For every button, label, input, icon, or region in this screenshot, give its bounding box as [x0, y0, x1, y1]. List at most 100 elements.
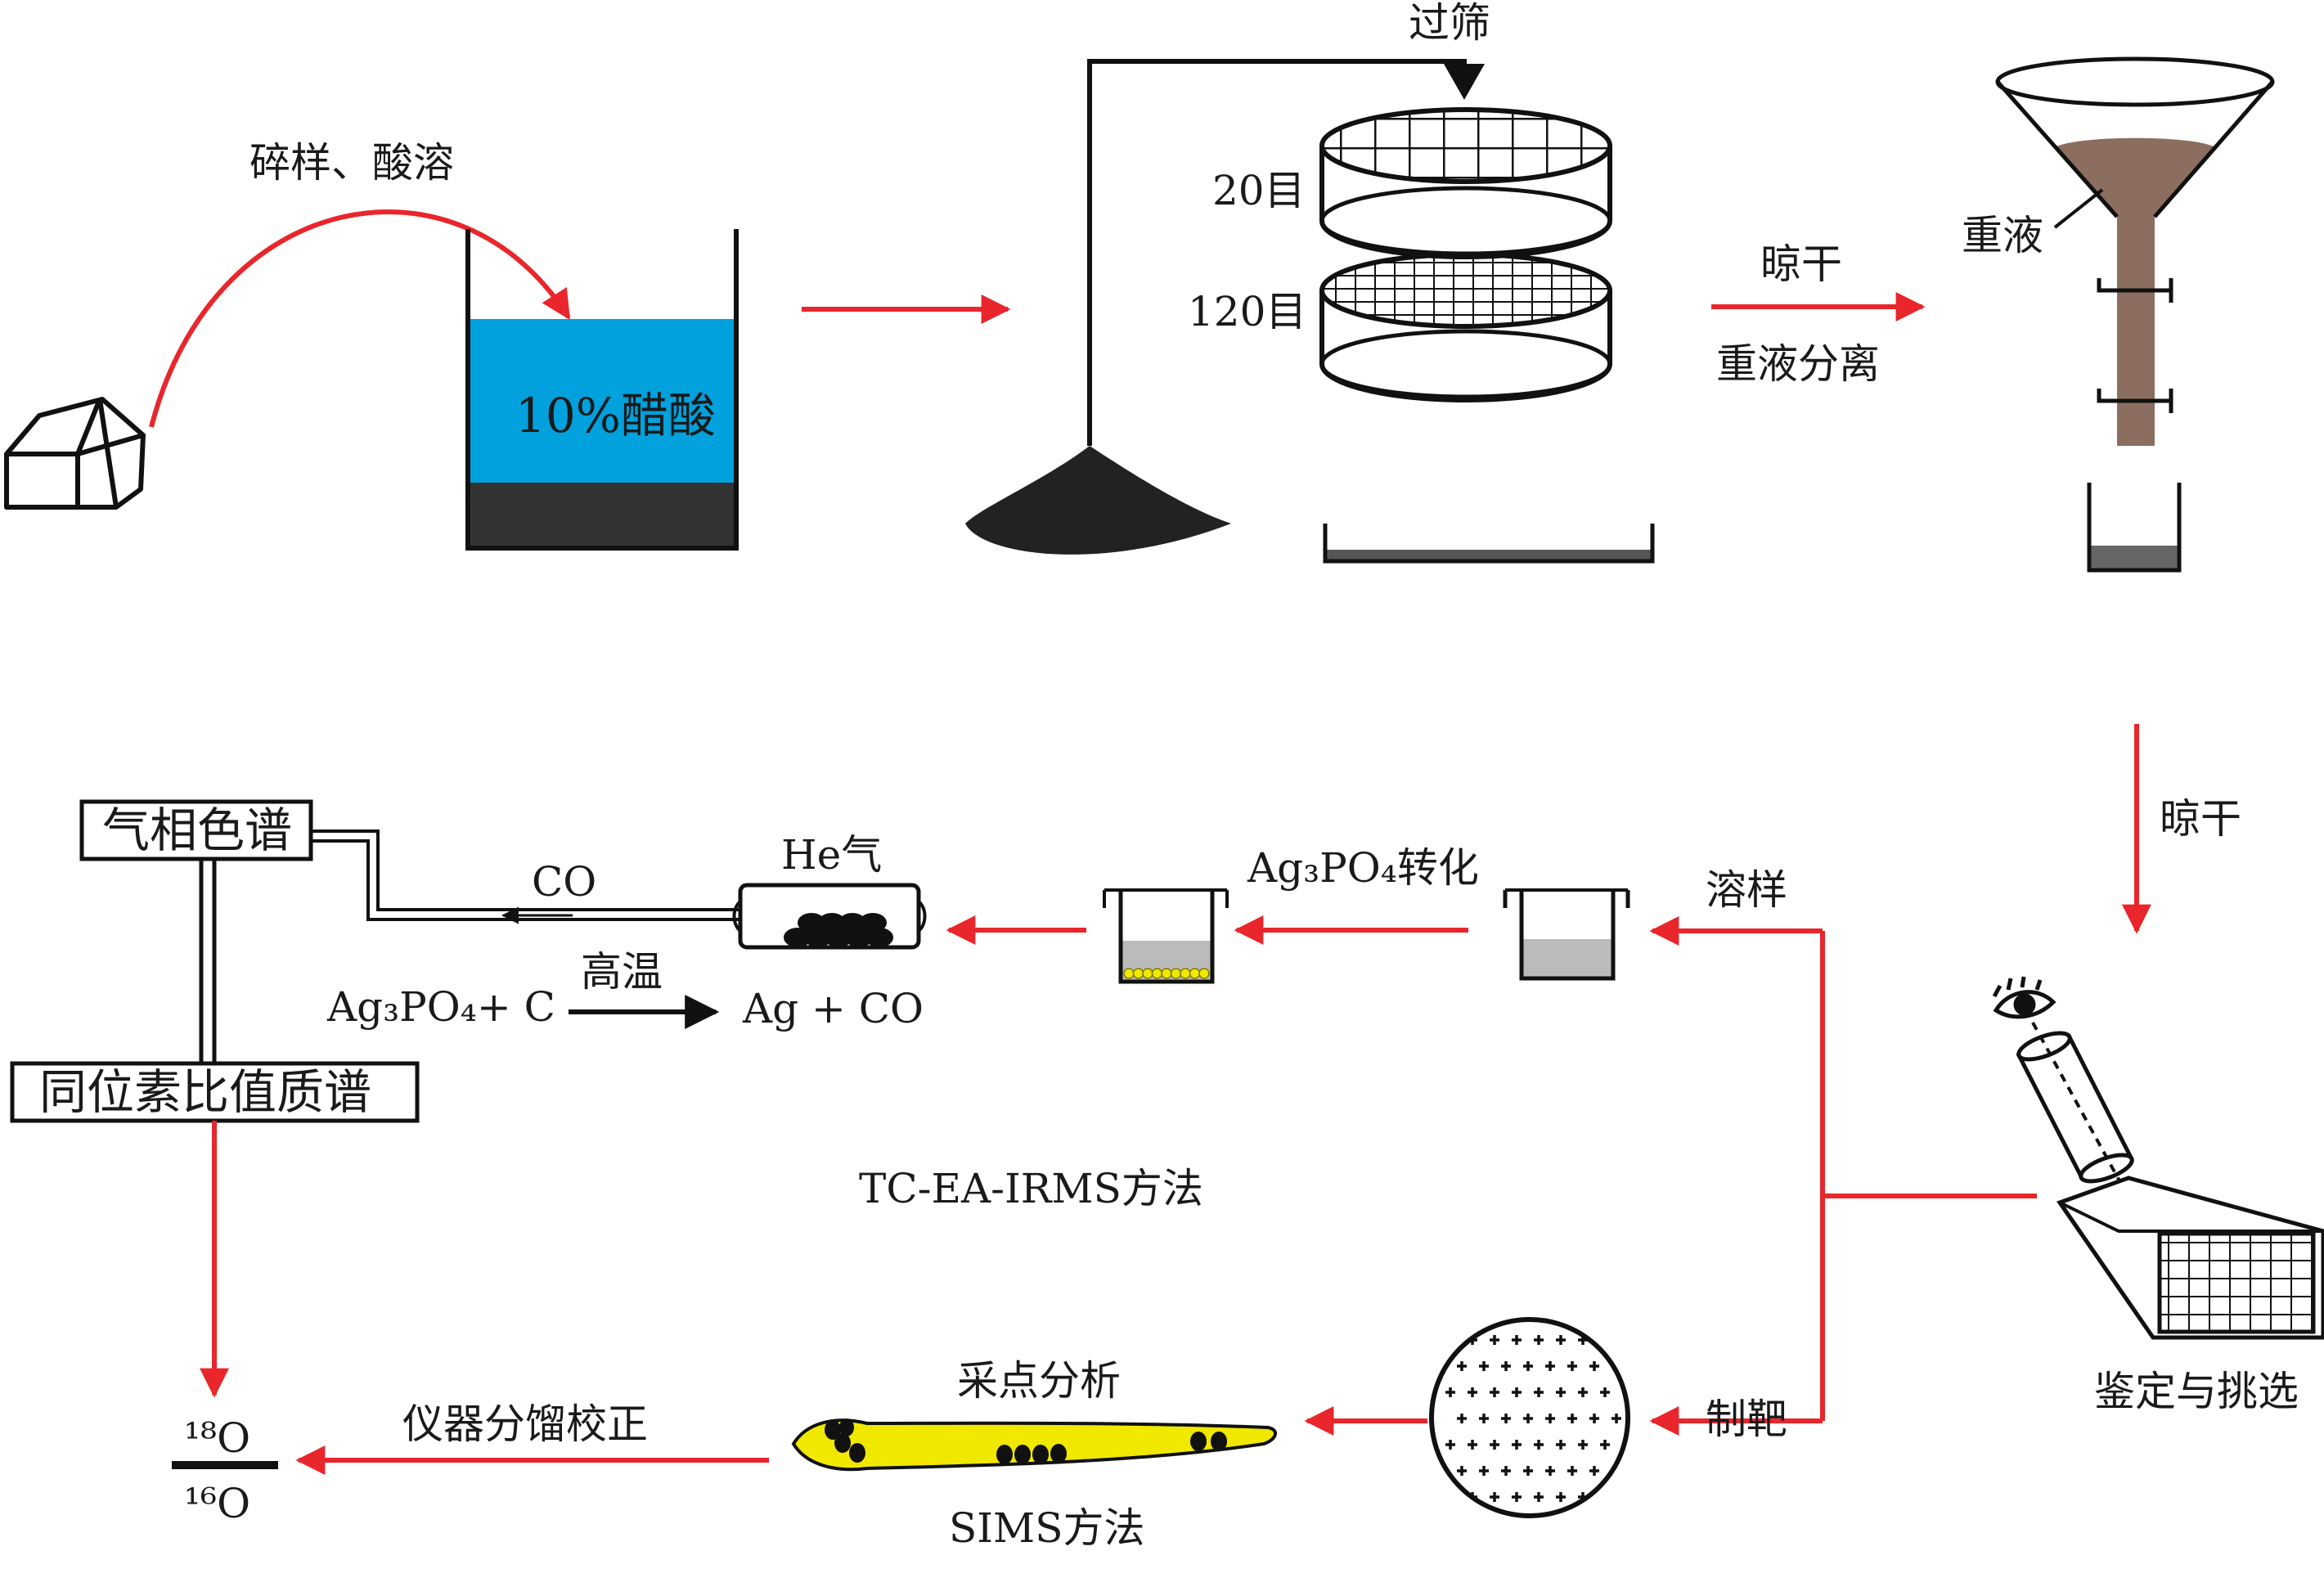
precipitate-dot [1142, 968, 1153, 979]
high-temp-label: 高温 [581, 948, 663, 996]
crush-arrow [149, 209, 571, 428]
gc-to-irms-line [199, 859, 217, 1063]
grain-mark [1479, 1414, 1489, 1423]
sample-target-disc [1429, 1317, 1643, 1518]
sieve-120-mesh [1319, 252, 1612, 402]
grain-mark [1545, 1466, 1555, 1476]
tcea-method-label: TC-EA-IRMS方法 [859, 1165, 1203, 1212]
fractionation-label: 仪器分馏校正 [402, 1400, 648, 1448]
gc-box [79, 799, 313, 861]
grain-mark [1523, 1361, 1533, 1371]
gas-line [311, 829, 740, 921]
precipitate-dot [1151, 968, 1163, 979]
grain-mark [1534, 1492, 1544, 1502]
reactant-label: Ag₃PO₄+ C [326, 983, 555, 1031]
o16-label: ¹⁶O [184, 1480, 250, 1527]
grain-mark [1556, 1387, 1566, 1397]
grain-mark [1523, 1414, 1533, 1423]
grain-mark [1512, 1387, 1522, 1397]
sims-method-label: SIMS方法 [949, 1504, 1144, 1552]
grain-mark [1612, 1414, 1621, 1423]
grain-mark [1600, 1335, 1610, 1345]
picking-grid [2157, 1231, 2316, 1334]
microscope-eye-icon [1992, 976, 2057, 1019]
o18-label: ¹⁸O [184, 1414, 250, 1462]
dry-label-1: 晾干 [1760, 241, 1842, 288]
grain-mark [1534, 1335, 1544, 1345]
grain-mark [1578, 1335, 1588, 1345]
separatory-funnel [1995, 56, 2275, 446]
grain-mark [1545, 1414, 1555, 1423]
grain-mark [1445, 1440, 1455, 1450]
analysis-spots [825, 1418, 1227, 1464]
powder-pile [965, 446, 1231, 555]
grain-mark [1589, 1414, 1599, 1423]
grain-mark [1578, 1440, 1588, 1450]
precipitate-dot [1189, 968, 1201, 979]
grain-mark [1445, 1387, 1455, 1397]
mesh-20-label: 20目 [1212, 167, 1306, 214]
grain-mark [1501, 1361, 1511, 1371]
grain-mark [1589, 1361, 1599, 1371]
grain-mark [1457, 1466, 1467, 1476]
grain-mark [1501, 1466, 1511, 1476]
sediment-layer [468, 483, 736, 548]
separation-label: 重液分离 [1716, 340, 1880, 388]
dissolved-sample-beaker [1503, 888, 1630, 981]
sieve-feed-arrowhead [1444, 64, 1485, 100]
collection-tray [1323, 524, 1655, 564]
grain-mark [1501, 1414, 1511, 1423]
grain-mark [1468, 1387, 1477, 1397]
grain-mark [1512, 1440, 1522, 1450]
precipitate-dot [1132, 968, 1144, 979]
precipitate-dot [1180, 968, 1191, 979]
grain-mark [1622, 1335, 1628, 1345]
gc-label: 气相色谱 [102, 802, 292, 858]
acid-beaker [465, 229, 739, 551]
grain-mark [1545, 1361, 1555, 1371]
precipitate-dot [1170, 968, 1182, 979]
grain-mark [1600, 1440, 1610, 1450]
grain-mark [1457, 1414, 1467, 1423]
grain-mark [1523, 1466, 1533, 1476]
acid-label: 10%醋酸 [515, 388, 716, 443]
grain-mark [1589, 1466, 1599, 1476]
sieve-label: 过筛 [1409, 0, 1490, 47]
ag3po4-beaker [1103, 888, 1229, 984]
co-label: CO [532, 858, 596, 906]
grain-mark [1490, 1492, 1499, 1502]
grain-mark [1567, 1361, 1577, 1371]
funnel-collection-beaker [2087, 483, 2182, 573]
grain-mark [1556, 1492, 1566, 1502]
mesh-120-label: 120目 [1188, 288, 1306, 335]
irms-label: 同位素比值质谱 [39, 1064, 371, 1120]
microscope-tube [2016, 1022, 2134, 1195]
grain-mark [1634, 1466, 1643, 1476]
grain-mark [1445, 1335, 1455, 1345]
grain-mark [1512, 1492, 1522, 1502]
grain-mark [1600, 1492, 1610, 1502]
irms-box [10, 1061, 420, 1123]
product-label: Ag + CO [742, 985, 924, 1032]
dissolve-label: 溶样 [1706, 866, 1787, 914]
grain-mark [1445, 1492, 1455, 1502]
he-gas-label: He气 [781, 831, 882, 879]
reactor-tube [732, 883, 927, 950]
precipitate-dot [1198, 968, 1210, 979]
grain-mark [1512, 1335, 1522, 1345]
dry-label-2: 晾干 [2160, 795, 2241, 843]
ag3po4-precipitate [1123, 968, 1210, 979]
spot-analysis-label: 采点分析 [957, 1357, 1121, 1405]
sieve-20-mesh [1319, 107, 1612, 259]
grain-mark [1534, 1440, 1544, 1450]
grain-mark [1556, 1440, 1566, 1450]
grain-mark [1479, 1361, 1489, 1371]
grain-mark [1600, 1387, 1610, 1397]
grain-mark [1457, 1361, 1467, 1371]
rock-sample-icon [4, 397, 146, 510]
convert-label: Ag₃PO₄转化 [1247, 844, 1479, 892]
carbon-pellets [784, 913, 893, 947]
grain-mark [1578, 1387, 1588, 1397]
grain-mark [1490, 1440, 1499, 1450]
